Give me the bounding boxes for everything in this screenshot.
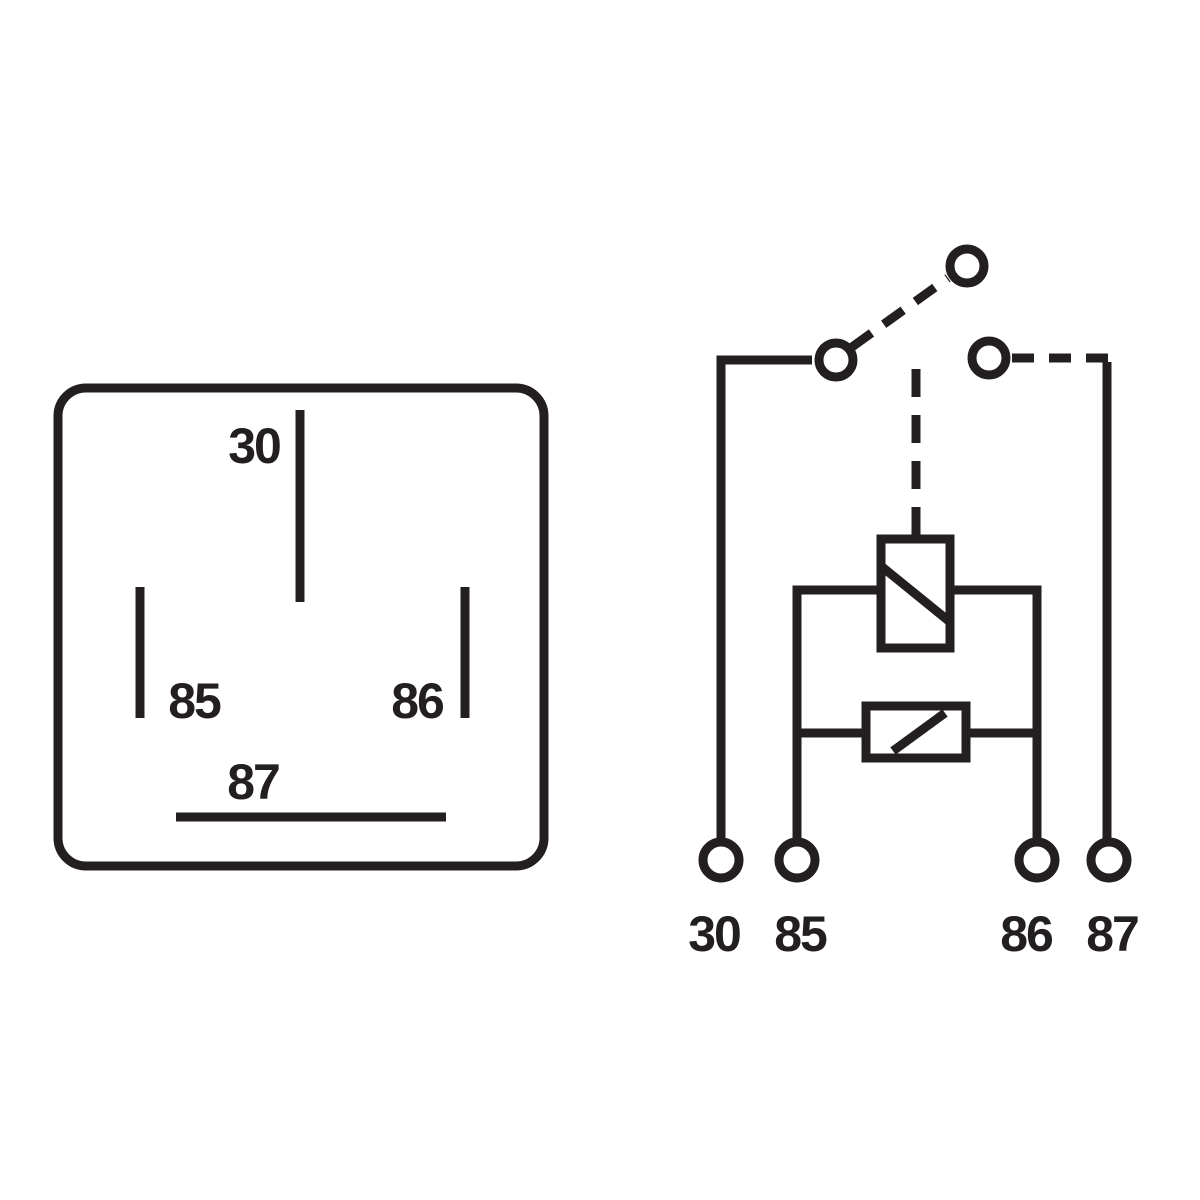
switch-arm-end bbox=[945, 244, 989, 288]
pin-85-label: 85 bbox=[168, 673, 221, 729]
terminal-30-label: 30 bbox=[688, 906, 740, 962]
normally-open-contact bbox=[967, 336, 1011, 380]
suppression-element bbox=[861, 701, 971, 763]
wire-30 bbox=[716, 355, 812, 842]
terminal-86-label: 86 bbox=[1000, 906, 1052, 962]
terminal-86 bbox=[1014, 837, 1060, 883]
wire-85 bbox=[792, 585, 881, 842]
terminal-85-label: 85 bbox=[774, 906, 827, 962]
suppression-element-slash bbox=[890, 709, 948, 755]
relay-schematic bbox=[698, 244, 1132, 883]
terminal-85 bbox=[774, 837, 820, 883]
pin-86-label: 86 bbox=[391, 673, 443, 729]
relay-coil bbox=[876, 534, 955, 653]
terminal-30 bbox=[698, 837, 744, 883]
terminal-87 bbox=[1086, 837, 1132, 883]
pin-87-label: 87 bbox=[227, 754, 279, 810]
relay-coil-slash bbox=[878, 562, 953, 626]
wire-86 bbox=[950, 585, 1042, 842]
pin-30-label: 30 bbox=[228, 418, 280, 474]
common-contact bbox=[814, 338, 858, 382]
terminal-87-label: 87 bbox=[1086, 906, 1138, 962]
relay-body-outline bbox=[53, 383, 549, 871]
relay-socket-view bbox=[53, 383, 549, 871]
switch-arm bbox=[849, 274, 951, 351]
